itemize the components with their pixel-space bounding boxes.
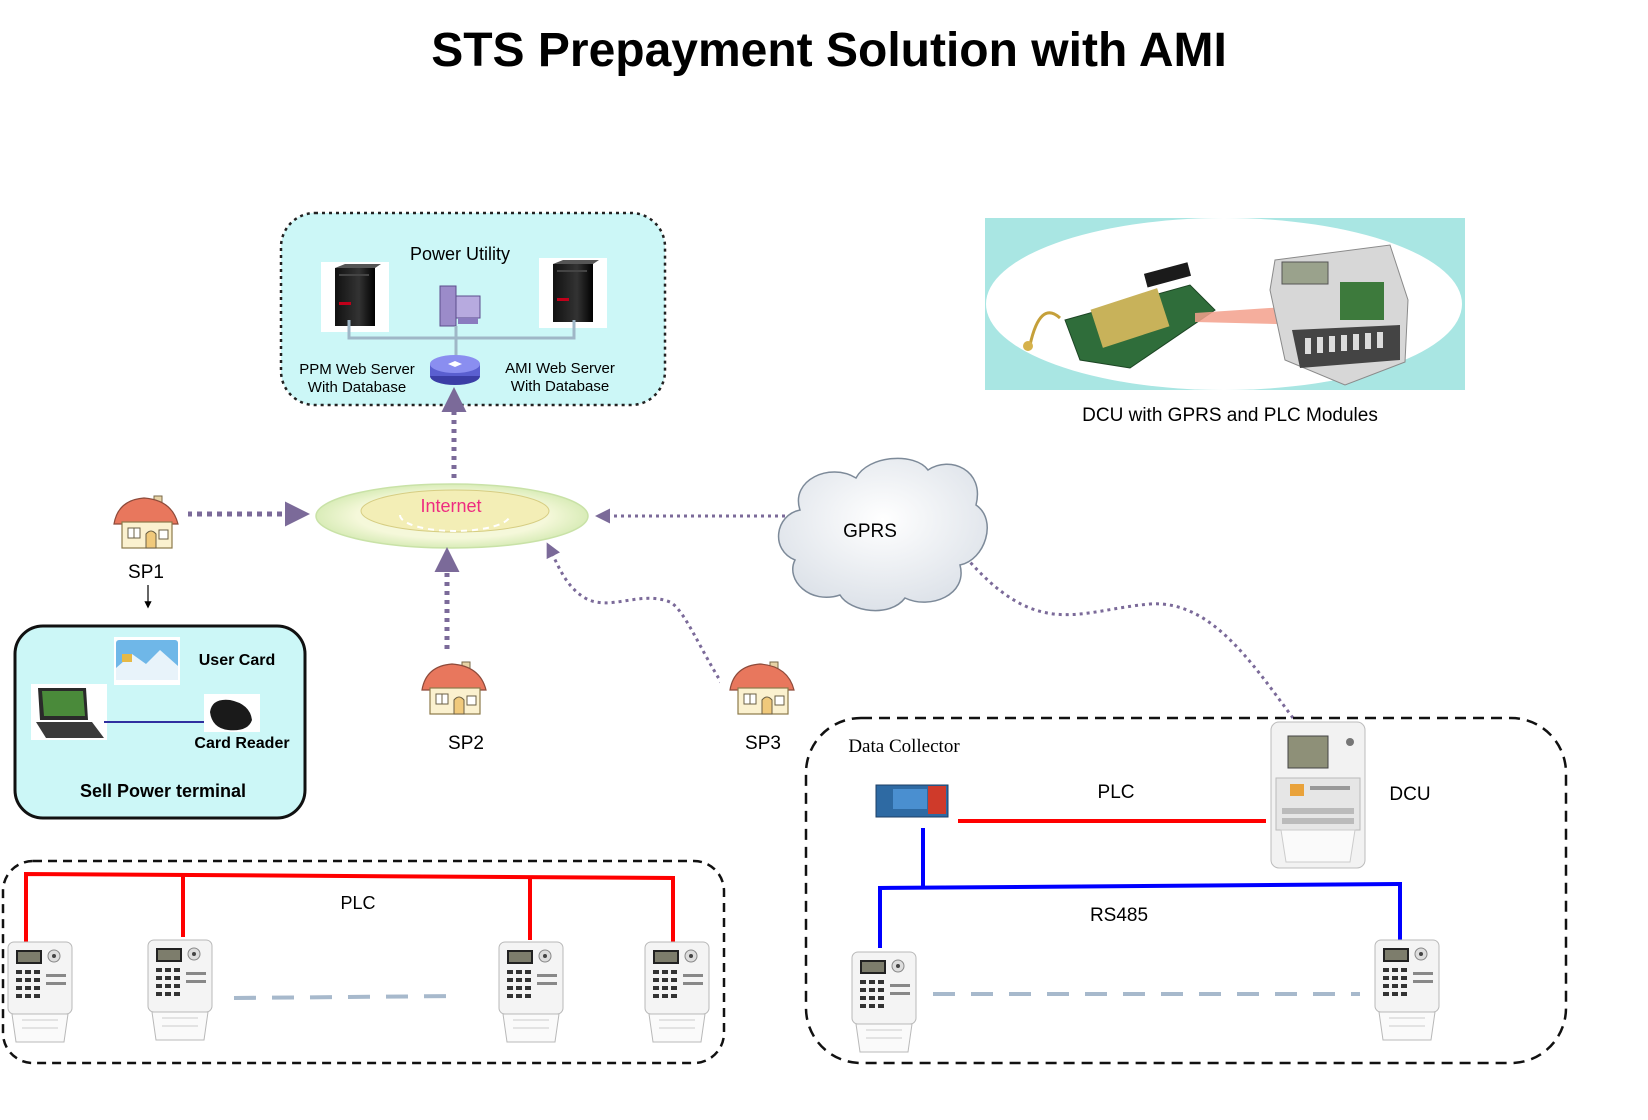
plc-more-meters-ellipsis [233, 994, 459, 1000]
data-collector-label: Data Collector [848, 736, 960, 757]
card-reader-label: Card Reader [194, 735, 289, 752]
ami-server-label-line2: With Database [511, 378, 609, 395]
dcu-to-gprs-link [968, 560, 1295, 719]
internet-label: Internet [420, 496, 481, 516]
sell-power-terminal-label: Sell Power terminal [80, 781, 246, 801]
gprs-label: GPRS [843, 521, 897, 542]
ami-group-border [804, 716, 1568, 1065]
ppm-server-tower-icon [321, 262, 389, 332]
sp3-house-icon [719, 653, 805, 717]
ppm-server-label-line2: With Database [308, 379, 406, 396]
plc-bus-line [24, 871, 675, 945]
dcu-label: DCU [1389, 784, 1430, 805]
ami-server-label-line1: AMI Web Server [505, 360, 615, 377]
gprs-cloud [778, 457, 988, 612]
ppm-server-label-line1: PPM Web Server [299, 361, 415, 378]
dotted-links [177, 387, 1295, 719]
diagram-title: STS Prepayment Solution with AMI [431, 24, 1227, 77]
sp2-label: SP2 [448, 733, 484, 754]
dcu-device-icon [1270, 721, 1366, 869]
dcu-module-caption: DCU with GPRS and PLC Modules [1082, 405, 1378, 426]
sp3-label: SP3 [745, 733, 781, 754]
internet-ring [315, 483, 589, 549]
sp2-house-icon [411, 653, 497, 717]
sp3-to-internet-link [546, 542, 728, 691]
prepaid-meter-3 [498, 941, 564, 1043]
laptop-icon [31, 684, 107, 740]
sp1-house-icon [103, 487, 189, 551]
dcu-module-photo [985, 218, 1465, 390]
card-reader-icon [204, 694, 260, 732]
dcu-device-photo [1269, 244, 1409, 386]
prepaid-meter-1 [7, 941, 73, 1043]
ami-meter-1 [851, 951, 917, 1053]
ami-plc-label: PLC [1098, 782, 1135, 803]
plc-meter-group-border [1, 859, 726, 1065]
rs485-bus-line [878, 828, 1402, 948]
workstation-icon [439, 285, 481, 327]
prepaid-meter-2 [147, 939, 213, 1041]
sp1-label: SP1 [128, 562, 164, 583]
power-utility-heading: Power Utility [410, 244, 510, 264]
ami-server-tower-icon [539, 258, 607, 328]
prepaid-meter-4 [644, 941, 710, 1043]
user-card-label: User Card [199, 652, 275, 669]
plc-bus-label: PLC [340, 893, 375, 913]
ami-meter-2 [1374, 939, 1440, 1041]
data-collector-icon [872, 775, 952, 827]
rs485-label: RS485 [1090, 905, 1148, 926]
network-hub-icon [430, 355, 480, 385]
gprs-plc-module-board [1023, 262, 1216, 369]
user-card-image [114, 637, 180, 685]
